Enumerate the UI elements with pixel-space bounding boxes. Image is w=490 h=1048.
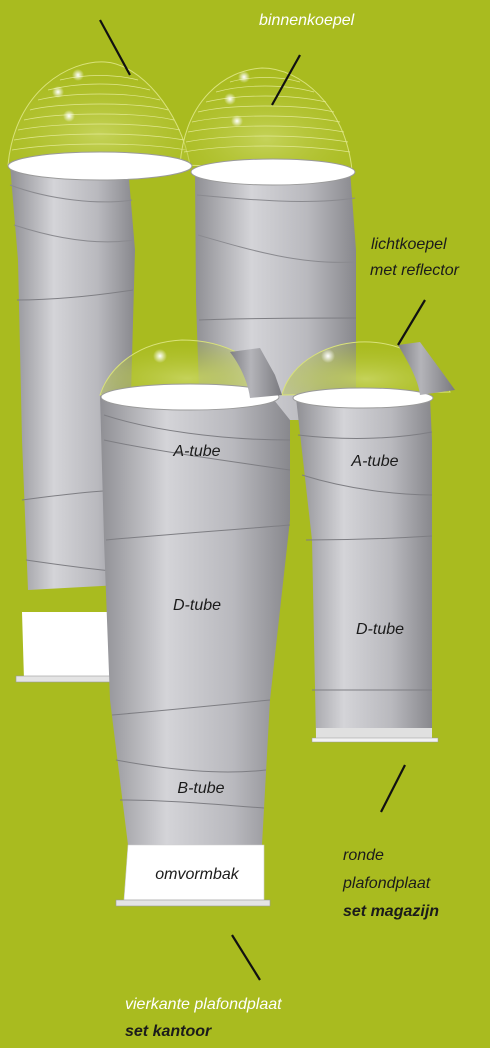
front-left-converter-label: omvormbak <box>155 866 239 884</box>
front-right-a-tube-label: A-tube <box>351 453 398 471</box>
front-left-tube <box>100 340 290 906</box>
front-left-b-tube-label: B-tube <box>177 780 224 798</box>
front-right-d-tube-label: D-tube <box>356 621 404 639</box>
back-domes <box>8 62 355 185</box>
label-light-dome-line2: met reflector <box>370 261 459 281</box>
front-left-d-tube-label: D-tube <box>173 597 221 615</box>
label-round-plate-line1: ronde <box>343 846 384 866</box>
label-inner-dome: binnenkoepel <box>259 11 354 31</box>
leader-line-square-plate <box>232 935 260 980</box>
label-light-dome-line1: lichtkoepel <box>371 235 447 255</box>
label-round-plate-line2: plafondplaat <box>343 874 430 894</box>
leader-line-round-plate <box>381 765 405 812</box>
leader-line-light-dome <box>398 300 425 345</box>
front-right-tube <box>282 342 455 742</box>
label-round-set: set magazijn <box>343 902 439 922</box>
label-square-plate: vierkante plafondplaat <box>125 995 282 1015</box>
label-square-set: set kantoor <box>125 1022 211 1042</box>
front-left-a-tube-label: A-tube <box>173 443 220 461</box>
